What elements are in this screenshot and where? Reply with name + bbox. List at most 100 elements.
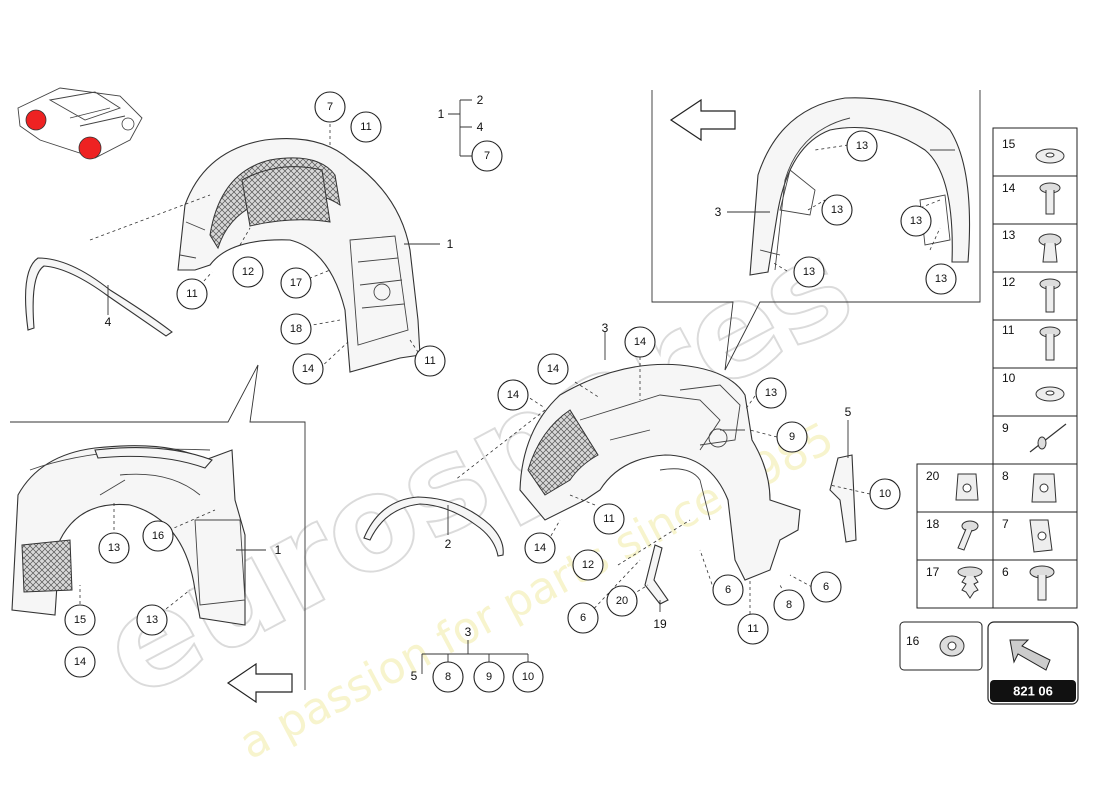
svg-text:14: 14 <box>534 542 546 554</box>
legend-item-20[interactable]: 20 <box>916 463 994 513</box>
legend-item-10[interactable]: 10 <box>992 367 1078 417</box>
svg-text:13: 13 <box>910 215 922 227</box>
legend-item-18[interactable]: 18 <box>916 511 994 561</box>
upper-right-leaders <box>727 144 941 272</box>
svg-text:9: 9 <box>1002 421 1009 435</box>
arrow-left-icon <box>226 662 293 704</box>
callout-13[interactable]: 13 <box>821 194 853 226</box>
callout-10[interactable]: 10 <box>512 661 544 693</box>
legend-item-12[interactable]: 12 <box>992 271 1078 321</box>
diagram-number: 821 06 <box>1013 684 1053 699</box>
callout-15[interactable]: 15 <box>64 604 96 636</box>
svg-text:10: 10 <box>1002 371 1016 385</box>
svg-text:8: 8 <box>1002 469 1009 483</box>
callout-13[interactable]: 13 <box>793 256 825 288</box>
arrow-left-icon <box>669 98 736 142</box>
legend-item-8[interactable]: 8 <box>992 463 1078 513</box>
svg-text:7: 7 <box>484 150 490 162</box>
callout-14[interactable]: 14 <box>624 326 656 358</box>
callout-17[interactable]: 17 <box>280 267 312 299</box>
legend-item-9[interactable]: 9 <box>992 415 1078 465</box>
callout-12[interactable]: 12 <box>572 549 604 581</box>
label-2[interactable]: 2 <box>445 537 452 551</box>
assembly-tree-bottom: 3 5 8 9 10 <box>411 625 544 693</box>
svg-text:12: 12 <box>582 559 594 571</box>
legend-item-11[interactable]: 11 <box>992 319 1078 369</box>
callout-11[interactable]: 11 <box>350 111 382 143</box>
callout-13[interactable]: 13 <box>136 604 168 636</box>
callout-8[interactable]: 8 <box>773 589 805 621</box>
tree-root[interactable]: 3 <box>465 625 472 639</box>
callout-14[interactable]: 14 <box>537 353 569 385</box>
legend-item-13[interactable]: 13 <box>992 223 1078 273</box>
callout-9[interactable]: 9 <box>776 421 808 453</box>
legend-item-7[interactable]: 7 <box>992 511 1078 561</box>
upper-right-detail-frame <box>651 90 981 371</box>
callout-11[interactable]: 11 <box>593 503 625 535</box>
svg-text:13: 13 <box>856 140 868 152</box>
svg-text:11: 11 <box>1002 323 1015 337</box>
legend-item-16[interactable]: 16 <box>899 621 983 671</box>
label-5[interactable]: 5 <box>845 405 852 419</box>
callout-12[interactable]: 12 <box>232 256 264 288</box>
svg-text:14: 14 <box>634 336 646 348</box>
callout-14[interactable]: 14 <box>64 646 96 678</box>
callout-6[interactable]: 6 <box>712 574 744 606</box>
callout-11[interactable]: 11 <box>737 613 769 645</box>
tree-child[interactable]: 5 <box>411 669 418 683</box>
callout-10[interactable]: 10 <box>869 478 901 510</box>
svg-text:13: 13 <box>146 614 158 626</box>
callout-14[interactable]: 14 <box>524 532 556 564</box>
tree-child[interactable]: 4 <box>477 120 484 134</box>
svg-text:20: 20 <box>616 595 628 607</box>
legend-item-6[interactable]: 6 <box>992 559 1078 609</box>
svg-text:14: 14 <box>547 363 559 375</box>
parts-legend: 15 14 13 12 11 10 9 <box>899 127 1078 671</box>
callout-8[interactable]: 8 <box>432 661 464 693</box>
label-3[interactable]: 3 <box>715 205 722 219</box>
callout-14[interactable]: 14 <box>497 379 529 411</box>
callout-14[interactable]: 14 <box>292 353 324 385</box>
label-4[interactable]: 4 <box>105 315 112 329</box>
front-wheel-liner <box>177 138 421 373</box>
callout-18[interactable]: 18 <box>280 313 312 345</box>
washer-icon <box>1035 148 1065 164</box>
callout-13[interactable]: 13 <box>755 377 787 409</box>
svg-text:9: 9 <box>486 671 492 683</box>
callout-11[interactable]: 11 <box>414 345 446 377</box>
expanding-rivet-icon <box>1038 233 1062 263</box>
callout-20[interactable]: 20 <box>606 585 638 617</box>
tree-child[interactable]: 2 <box>477 93 484 107</box>
callout-6[interactable]: 6 <box>810 571 842 603</box>
tree-root[interactable]: 1 <box>438 107 445 121</box>
clip-nut-icon <box>1029 519 1053 553</box>
callout-16[interactable]: 16 <box>142 520 174 552</box>
svg-text:17: 17 <box>926 565 940 579</box>
callout-6[interactable]: 6 <box>567 602 599 634</box>
callout-13[interactable]: 13 <box>846 130 878 162</box>
svg-text:6: 6 <box>725 584 731 596</box>
callout-13[interactable]: 13 <box>900 205 932 237</box>
upper-right-callouts: 13 13 13 13 13 3 <box>715 130 957 295</box>
callout-13[interactable]: 13 <box>98 532 130 564</box>
label-19[interactable]: 19 <box>653 617 667 631</box>
svg-text:14: 14 <box>507 389 519 401</box>
svg-text:8: 8 <box>445 671 451 683</box>
callout-7[interactable]: 7 <box>314 91 346 123</box>
svg-text:11: 11 <box>747 623 758 635</box>
callout-11[interactable]: 11 <box>176 278 208 310</box>
legend-item-14[interactable]: 14 <box>992 175 1078 225</box>
legend-item-17[interactable]: 17 <box>916 559 994 609</box>
assembly-tree-top: 1 2 4 7 <box>438 93 503 172</box>
label-3[interactable]: 3 <box>602 321 609 335</box>
callout-13[interactable]: 13 <box>925 263 957 295</box>
svg-text:13: 13 <box>108 542 120 554</box>
legend-item-15[interactable]: 15 <box>992 127 1078 177</box>
svg-text:18: 18 <box>926 517 940 531</box>
label-1[interactable]: 1 <box>275 543 282 557</box>
label-1[interactable]: 1 <box>447 237 454 251</box>
front-callouts: 7 11 12 11 17 18 14 11 1 4 <box>105 91 454 385</box>
callout-9[interactable]: 9 <box>473 661 505 693</box>
callout-7[interactable]: 7 <box>471 140 503 172</box>
